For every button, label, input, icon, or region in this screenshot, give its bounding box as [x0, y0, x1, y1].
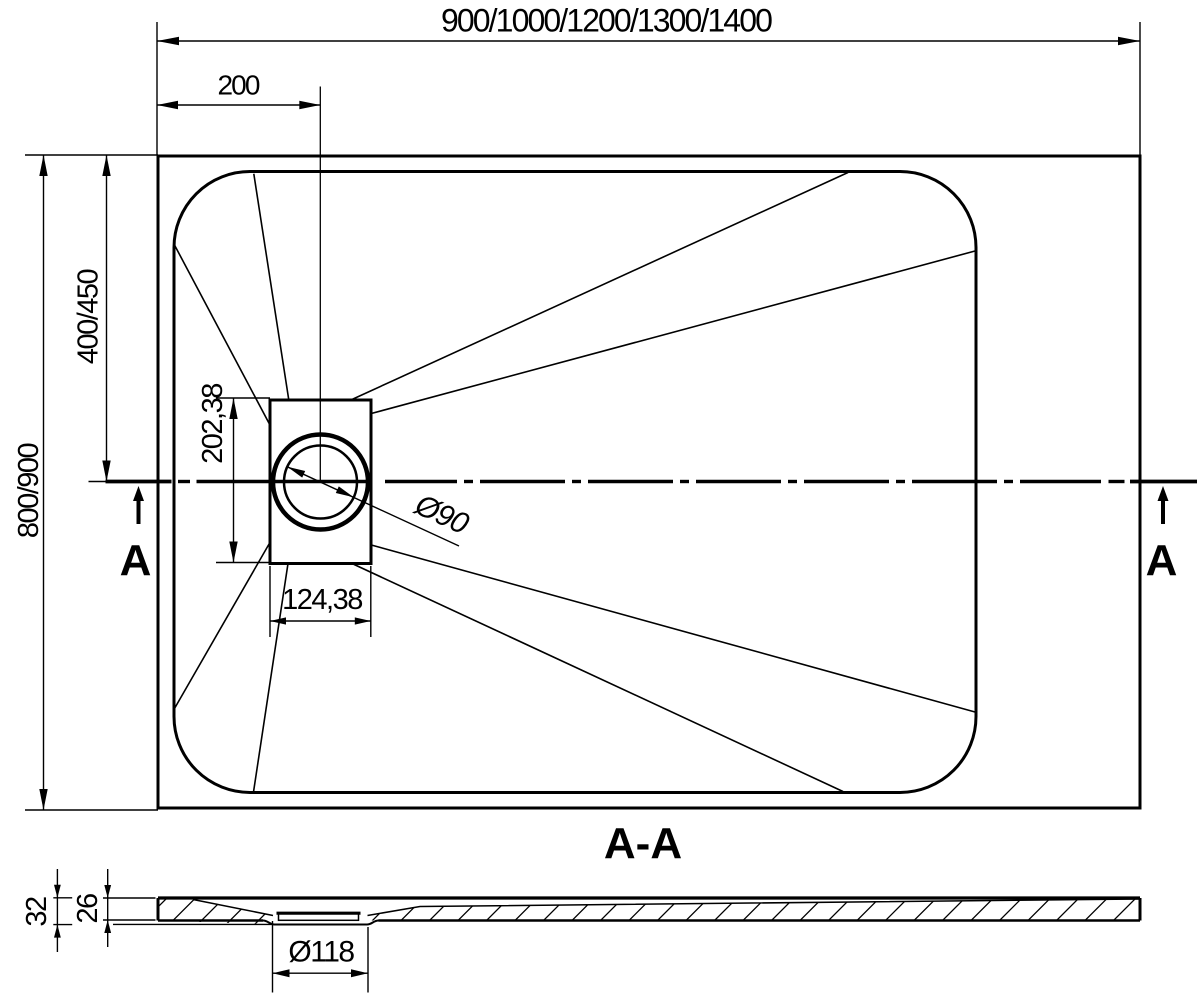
svg-text:Ø118: Ø118: [288, 936, 354, 969]
svg-text:A-A: A-A: [604, 819, 682, 868]
svg-text:400/450: 400/450: [73, 269, 105, 364]
svg-text:26: 26: [72, 894, 104, 924]
svg-text:202,38: 202,38: [197, 384, 229, 464]
svg-text:A: A: [120, 536, 152, 585]
svg-text:124,38: 124,38: [282, 584, 362, 616]
svg-text:800/900: 800/900: [13, 443, 45, 538]
svg-text:200: 200: [217, 70, 259, 101]
svg-text:900/1000/1200/1300/1400: 900/1000/1200/1300/1400: [441, 3, 772, 39]
svg-text:A: A: [1146, 536, 1178, 585]
svg-text:32: 32: [21, 897, 53, 927]
